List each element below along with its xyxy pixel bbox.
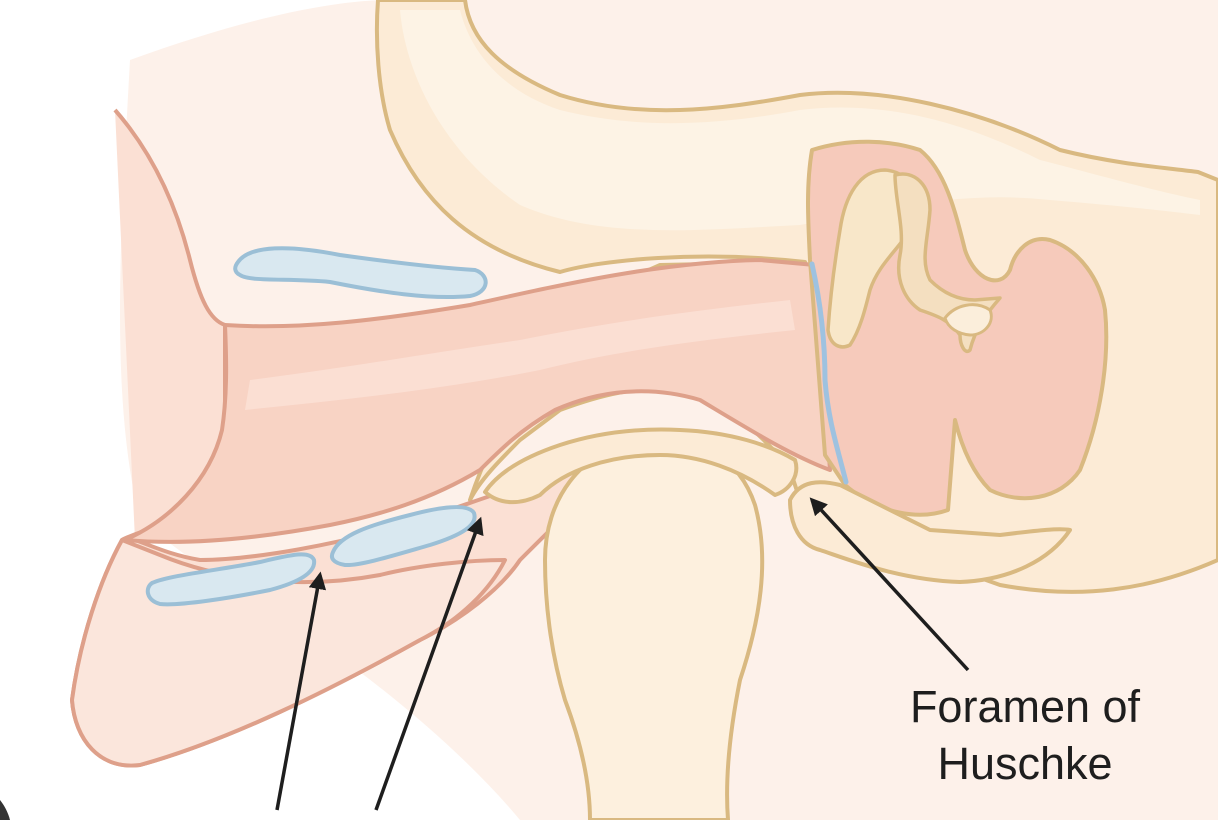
ossicle-stapes <box>943 303 993 337</box>
tympanic-bone-lower <box>788 480 1072 584</box>
cartilage-plate-upper <box>233 246 488 300</box>
arrow-cartilage-right <box>374 516 484 811</box>
foramen-label-line1: Foramen of <box>909 681 1141 732</box>
canal-highlight <box>245 300 795 410</box>
temporal-bone-highlight <box>400 10 1200 231</box>
corner-shape <box>0 800 10 820</box>
cartilage-plate-lower-left <box>145 552 317 607</box>
tympanic-membrane <box>809 261 849 485</box>
foramen-label-line2: Huschke <box>937 738 1113 789</box>
articular-tubercle <box>483 427 799 505</box>
arrow-cartilage-left <box>275 571 327 811</box>
foramen-of-huschke-label: Foramen of Huschke <box>880 678 1170 792</box>
arrow-foramen-of-huschke <box>809 497 970 672</box>
